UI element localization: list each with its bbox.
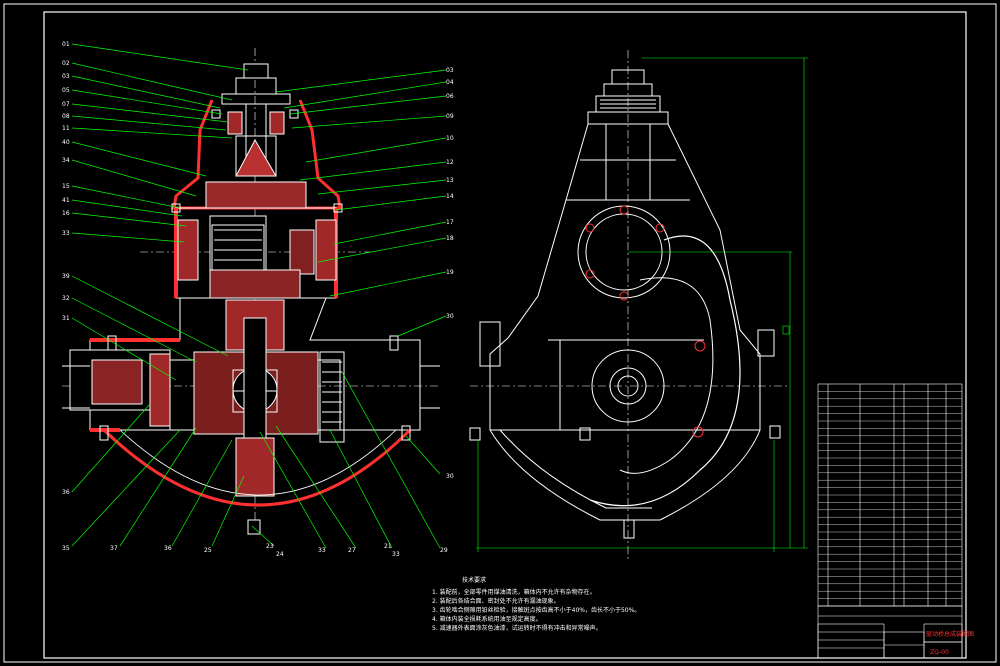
- title-block: [817, 605, 963, 659]
- tech-req-4: 4. 箱体内装全损耗系统用油至规定高度。: [432, 615, 542, 623]
- callout-34: 34: [62, 157, 70, 164]
- callout-r19: 19: [446, 269, 454, 276]
- callout-r12: 12: [446, 159, 454, 166]
- callout-r13: 13: [446, 177, 454, 184]
- callout-23: 23: [266, 543, 274, 550]
- callout-32: 32: [62, 295, 70, 302]
- tech-req-1: 1. 装配前，全部零件用煤油清洗，箱体内不允许有杂物存在。: [432, 588, 596, 596]
- callout-r10: 10: [446, 135, 454, 142]
- callout-02: 02: [62, 60, 70, 67]
- callout-29: 29: [440, 547, 448, 554]
- side-view: [469, 50, 790, 560]
- callout-03: 03: [62, 73, 70, 80]
- side-view-dimensions: [476, 57, 808, 552]
- tech-req-2: 2. 装配后各结合面、密封处不允许有漏油现象。: [432, 597, 560, 605]
- callout-24: 24: [276, 551, 284, 558]
- callout-r09: 09: [446, 113, 454, 120]
- callout-r30: 30: [446, 313, 454, 320]
- callout-16: 16: [62, 210, 70, 217]
- section-leaders: [71, 43, 447, 549]
- outer-border: [3, 3, 997, 663]
- callout-41: 41: [62, 197, 70, 204]
- callout-11: 11: [62, 125, 70, 132]
- section-callouts: 01 02 03 05 07 08 11 40 34 15 41 16 33 3…: [62, 41, 454, 558]
- callout-31: 31: [62, 315, 70, 322]
- title-block-drawing-no: ZQ-00: [930, 649, 949, 656]
- callout-40: 40: [62, 139, 70, 146]
- callout-25: 25: [204, 547, 212, 554]
- technical-requirements: 技术要求 1. 装配前，全部零件用煤油清洗，箱体内不允许有杂物存在。 2. 装配…: [432, 576, 640, 632]
- callout-33: 33: [62, 230, 70, 237]
- callout-r18: 18: [446, 235, 454, 242]
- callout-39: 39: [62, 273, 70, 280]
- callout-33b: 33: [318, 547, 326, 554]
- callout-33c: 33: [392, 551, 400, 558]
- callout-r30b: 30: [446, 473, 454, 480]
- tech-req-3: 3. 齿轮啮合侧隙用铅丝检验，接触斑点按齿高不小于40%，齿长不小于50%。: [432, 606, 640, 614]
- section-view: [62, 48, 440, 535]
- tech-req-title: 技术要求: [462, 576, 486, 584]
- callout-r06: 06: [446, 93, 454, 100]
- callout-27: 27: [348, 547, 356, 554]
- callout-15: 15: [62, 183, 70, 190]
- callout-07: 07: [62, 101, 70, 108]
- callout-21: 21: [384, 543, 392, 550]
- callout-36b: 36: [164, 545, 172, 552]
- callout-36: 36: [62, 489, 70, 496]
- callout-r03: 03: [446, 67, 454, 74]
- callout-05: 05: [62, 87, 70, 94]
- callout-35: 35: [62, 545, 70, 552]
- callout-r17: 17: [446, 219, 454, 226]
- callout-08: 08: [62, 113, 70, 120]
- callout-r04: 04: [446, 79, 454, 86]
- callout-37: 37: [110, 545, 118, 552]
- parts-rows: [818, 391, 962, 599]
- inner-border: [43, 11, 967, 659]
- callout-01: 01: [62, 41, 70, 48]
- tech-req-5: 5. 减速器外表面涂灰色油漆，试运转时不得有冲击和异常噪声。: [432, 624, 602, 632]
- callout-r14: 14: [446, 193, 454, 200]
- title-block-name: 驱动桥总成装配图: [926, 630, 974, 638]
